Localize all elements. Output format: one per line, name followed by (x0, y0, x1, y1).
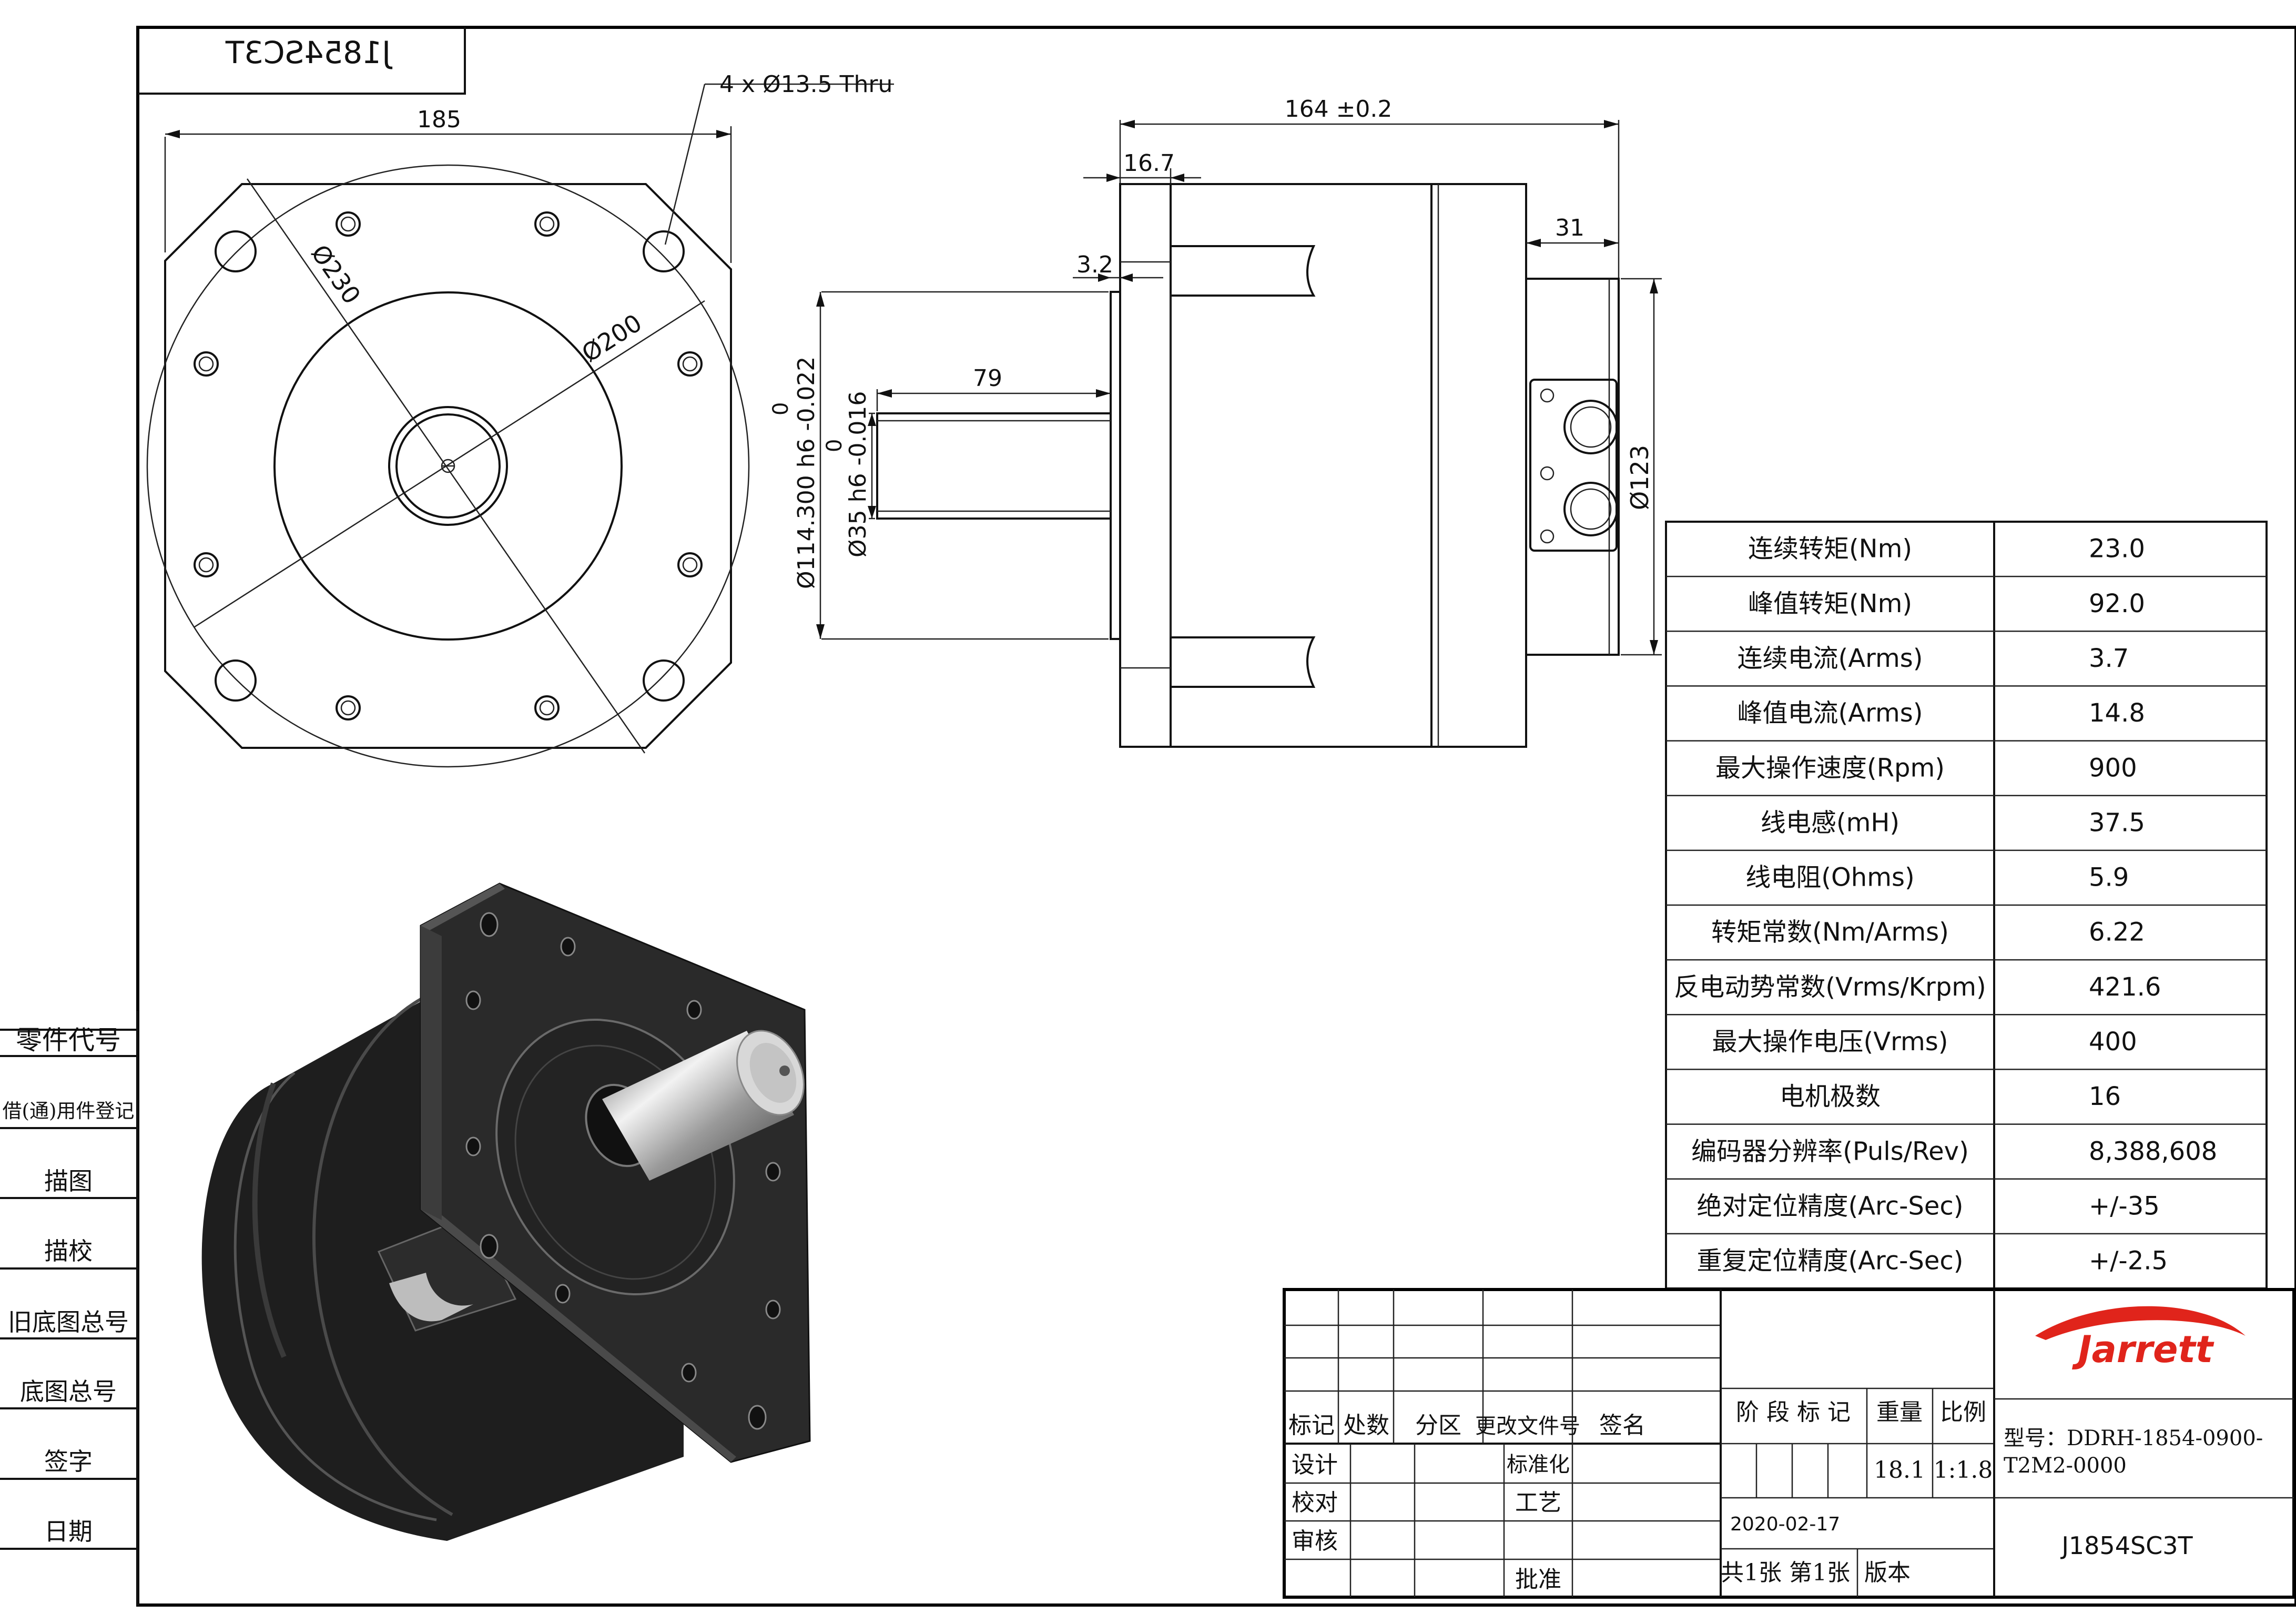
row-standard: 标准化 (1507, 1453, 1570, 1477)
row-approve: 批准 (1515, 1566, 1561, 1593)
stage-label: 阶 段 标 记 (1736, 1399, 1851, 1426)
weight-value: 18.1 (1874, 1457, 1925, 1484)
through-holes (215, 230, 685, 702)
dim-dia-230: Ø230 (306, 239, 366, 309)
rev-header-count: 处数 (1343, 1412, 1389, 1439)
spec-label: 重复定位精度(Arc-Sec) (1696, 1246, 1963, 1276)
dim-shaft-79: 79 (973, 365, 1002, 392)
spec-value: 900 (2089, 753, 2137, 783)
isometric-render (201, 882, 811, 1541)
spec-value: 421.6 (2089, 972, 2161, 1002)
spec-label: 峰值转矩(Nm) (1748, 589, 1912, 618)
drawing-number: J1854SC3T (2060, 1531, 2193, 1560)
drawing-date: 2020-02-17 (1730, 1514, 1840, 1535)
spec-label: 连续电流(Arms) (1738, 644, 1923, 673)
model-line-2: T2M2-0000 (2004, 1454, 2127, 1478)
strip-part-code: 零件代号 (16, 1025, 121, 1055)
spec-value: 8,388,608 (2089, 1136, 2217, 1166)
scale-value: 1:1.8 (1934, 1457, 1993, 1484)
strip-base-no: 底图总号 (20, 1377, 117, 1406)
strip-trace-check: 描校 (44, 1237, 93, 1265)
dim-rear-31: 31 (1555, 215, 1584, 241)
spec-label: 电机极数 (1780, 1082, 1881, 1111)
spec-value: +/-2.5 (2089, 1246, 2168, 1276)
spec-label: 线电阻(Ohms) (1745, 863, 1914, 892)
spec-value: 14.8 (2089, 698, 2145, 728)
row-review: 审核 (1292, 1528, 1338, 1555)
spec-value: 6.22 (2089, 918, 2145, 947)
spec-value: 23.0 (2089, 534, 2145, 564)
spec-label: 转矩常数(Nm/Arms) (1711, 918, 1949, 947)
spec-value: 3.7 (2089, 644, 2129, 673)
spec-label: 最大操作电压(Vrms) (1712, 1027, 1948, 1057)
rev-header-zone: 分区 (1415, 1412, 1461, 1439)
brand-block: Jarrett 型号：DDRH-1854-0900- T2M2-0000 J18… (1994, 1306, 2294, 1560)
dim-dia-200: Ø200 (577, 308, 647, 368)
jarrett-logo: Jarrett (2035, 1306, 2246, 1371)
spec-label: 反电动势常数(Vrms/Krpm) (1674, 972, 1986, 1002)
side-view: 164 ±0.2 16.7 31 3.2 79 0 Ø114.300 h6 -0… (769, 96, 1662, 748)
rev-header-doc: 更改文件号 (1475, 1414, 1580, 1438)
dim-flange-16-7: 16.7 (1123, 150, 1175, 177)
sheet-count: 共1张 第1张 (1721, 1559, 1850, 1586)
dim-width-185: 185 (417, 106, 461, 133)
spec-value: 37.5 (2089, 808, 2145, 837)
spec-value: 92.0 (2089, 589, 2145, 618)
spec-label: 连续转矩(Nm) (1748, 534, 1912, 564)
revision-grid: 标记 处数 分区 更改文件号 签名 设计 校对 审核 标准化 工艺 批准 (1284, 1290, 1722, 1597)
spec-label: 编码器分辨率(Puls/Rev) (1691, 1136, 1969, 1166)
dim-length-164: 164 ±0.2 (1285, 96, 1393, 123)
strip-old-base-no: 旧底图总号 (8, 1308, 129, 1336)
isometric-holes (465, 912, 781, 1430)
model-tag-mirrored: J1854SC3T (225, 35, 392, 70)
hole-note: 4 x Ø13.5 Thru (719, 71, 892, 98)
spec-value: 400 (2089, 1027, 2137, 1057)
model-tag-box: J1854SC3T (138, 27, 466, 95)
tapped-holes (194, 211, 703, 720)
strip-date: 日期 (44, 1517, 93, 1546)
rev-header-sign: 签名 (1599, 1412, 1645, 1439)
scale-label: 比例 (1940, 1399, 1986, 1426)
tol-shaft-upper: 0 (822, 439, 847, 452)
rev-header-mark: 标记 (1288, 1412, 1335, 1439)
version-label: 版本 (1864, 1559, 1911, 1586)
spec-table: 连续转矩(Nm) 23.0 峰值转矩(Nm) 92.0 连续电流(Arms) 3.7 峰值电… (1665, 521, 2268, 1290)
tol-shaft: Ø35 h6 -0.016 (845, 391, 871, 557)
drawing-frame (136, 26, 2296, 1607)
dim-dia-123: Ø123 (1626, 445, 1654, 510)
brand-logo-text: Jarrett (2072, 1328, 2214, 1371)
model-line-1: 型号：DDRH-1854-0900- (2004, 1426, 2263, 1450)
strip-borrow-reg: 借(通)用件登记 (3, 1100, 135, 1122)
tol-pilot: Ø114.300 h6 -0.022 (793, 357, 820, 589)
strip-trace: 描图 (44, 1167, 93, 1195)
row-check: 校对 (1292, 1489, 1338, 1516)
row-design: 设计 (1292, 1452, 1338, 1478)
row-craft: 工艺 (1515, 1489, 1561, 1516)
spec-value: +/-35 (2089, 1191, 2160, 1221)
title-block: 标记 处数 分区 更改文件号 签名 设计 校对 审核 标准化 工艺 批准 阶 段… (1283, 1288, 2295, 1599)
spec-label: 最大操作速度(Rpm) (1715, 753, 1945, 783)
tol-pilot-upper: 0 (769, 402, 793, 415)
weight-label: 重量 (1876, 1399, 1923, 1426)
spec-value: 16 (2089, 1082, 2121, 1111)
left-strip: 零件代号 借(通)用件登记 描图 描校 旧底图总号 底图总号 签字 日期 (0, 1025, 138, 1550)
front-view: 185 4 x Ø13.5 Thru Ø230 Ø200 (146, 71, 894, 768)
stage-block: 阶 段 标 记 重量 比例 18.1 1:1.8 2020-02-17 共1张 … (1721, 1290, 1995, 1597)
spec-label: 线电感(mH) (1761, 808, 1899, 837)
dim-step-3-2: 3.2 (1076, 251, 1113, 278)
spec-label: 峰值电流(Arms) (1738, 698, 1923, 728)
spec-label: 绝对定位精度(Arc-Sec) (1696, 1191, 1963, 1221)
strip-sign: 签字 (44, 1447, 93, 1476)
spec-value: 5.9 (2089, 863, 2129, 892)
